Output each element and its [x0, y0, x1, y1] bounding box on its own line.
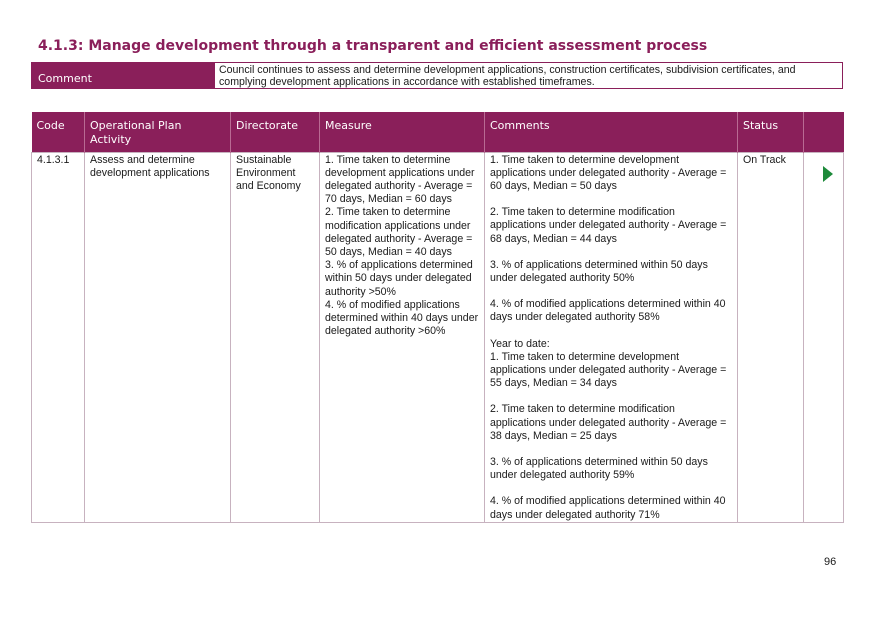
comment-paragraph: 3. % of applications determined within 5…	[490, 455, 708, 482]
header-measure: Measure	[319, 112, 485, 152]
header-status-icon	[803, 112, 844, 152]
table-row: 4.1.3.1 Assess and determine development…	[31, 151, 844, 523]
cell-measure: 1. Time taken to determine development a…	[319, 151, 485, 523]
comment-label: Comment	[32, 63, 215, 88]
header-code: Code	[31, 112, 85, 152]
comment-paragraph: 4. % of modified applications determined…	[490, 298, 726, 324]
comment-paragraph: 1. Time taken to determine development a…	[490, 153, 727, 192]
page-number: 96	[824, 556, 837, 568]
cell-status: On Track	[737, 151, 804, 523]
cell-code: 4.1.3.1	[31, 151, 85, 523]
cell-status-icon	[803, 151, 844, 523]
cell-directorate: Sustainable Environment and Economy	[230, 151, 320, 523]
activity-table: Code Operational Plan Activity Directora…	[31, 112, 844, 523]
header-directorate: Directorate	[230, 112, 320, 152]
comment-box: Comment Council continues to assess and …	[31, 62, 843, 89]
section-heading: 4.1.3: Manage development through a tran…	[38, 38, 708, 54]
cell-activity: Assess and determine development applica…	[84, 151, 231, 523]
header-activity: Operational Plan Activity	[84, 112, 231, 152]
comment-paragraph: 2. Time taken to determine modification …	[490, 206, 727, 245]
comment-text: Council continues to assess and determin…	[219, 64, 796, 88]
comment-paragraph: 3. % of applications determined within 5…	[490, 258, 708, 284]
cell-comments: 1. Time taken to determine development a…	[484, 151, 738, 523]
comment-paragraph: Year to date: 1. Time taken to determine…	[490, 337, 727, 390]
comment-paragraph: 2. Time taken to determine modification …	[490, 403, 727, 442]
play-arrow-icon	[823, 165, 833, 182]
header-status: Status	[737, 112, 804, 152]
header-comments: Comments	[484, 112, 738, 152]
comment-paragraph: 4. % of modified applications determined…	[490, 495, 726, 521]
table-header-row: Code Operational Plan Activity Directora…	[31, 112, 844, 152]
measure-text: 1. Time taken to determine development a…	[325, 153, 479, 338]
